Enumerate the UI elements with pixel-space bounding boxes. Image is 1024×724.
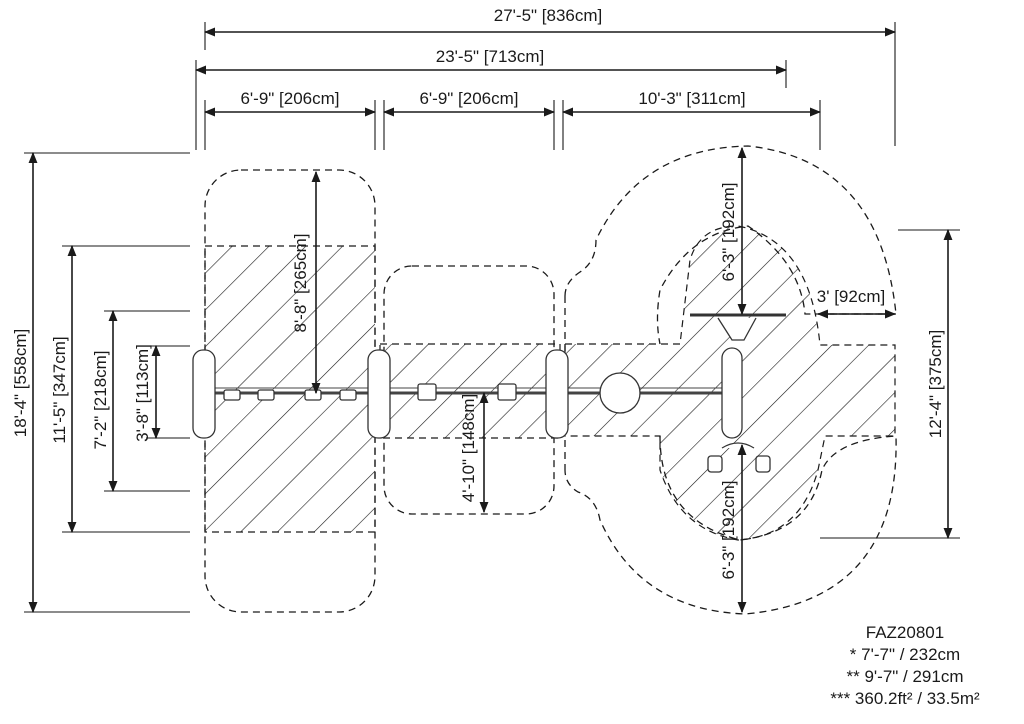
hatched-zone-middle [379,343,561,439]
dim-right-depth: 12'-4" [375cm] [926,330,945,439]
swing-seat [755,455,771,473]
product-info: FAZ20801 * 7'-7" / 232cm ** 9'-7" / 291c… [810,622,1000,710]
frame-2 [367,349,391,439]
dim-total-depth: 18'-4" [558cm] [11,329,30,438]
dim-radius-bottom: 6'-3" [192cm] [719,480,738,579]
swing-seat [707,455,723,473]
dim-total-width: 27'-5" [836cm] [494,6,603,25]
dim-middle-zone: 4'-10" [148cm] [459,394,478,503]
frame-1 [192,349,216,439]
swing-seat [497,383,517,401]
dim-depth-4: 3'-8" [113cm] [133,344,152,442]
play-equipment [192,313,786,473]
swing-seat [223,389,241,401]
dim-bay-2: 6'-9" [206cm] [419,89,518,108]
dim-swing-zone: 8'-8" [265cm] [291,233,310,332]
note-area: *** 360.2ft² / 33.5m² [830,689,980,708]
dim-offset-right: 3' [92cm] [817,287,885,306]
frame-3 [545,349,569,439]
frame-4 [721,347,743,439]
swing-seat [257,389,275,401]
swing-seat [417,383,437,401]
dim-bay-3: 10'-3" [311cm] [638,89,745,108]
swing-seat [304,389,322,401]
note-height-1: * 7'-7" / 232cm [849,645,961,664]
swing-seat [339,389,357,401]
dim-depth-3: 7'-2" [218cm] [91,350,110,449]
dim-frame-width: 23'-5" [713cm] [436,47,545,66]
product-code: FAZ20801 [865,623,945,642]
dimension-lines [24,22,960,614]
dim-depth-2: 11'-5" [347cm] [50,336,69,443]
hatched-zone-left [204,245,376,533]
dim-bay-1: 6'-9" [206cm] [240,89,339,108]
round-platform [599,372,641,414]
note-height-2: ** 9'-7" / 291cm [846,667,964,686]
dimension-labels: 27'-5" [836cm] 23'-5" [713cm] 6'-9" [206… [11,6,945,580]
dim-radius-top: 6'-3" [192cm] [719,182,738,281]
